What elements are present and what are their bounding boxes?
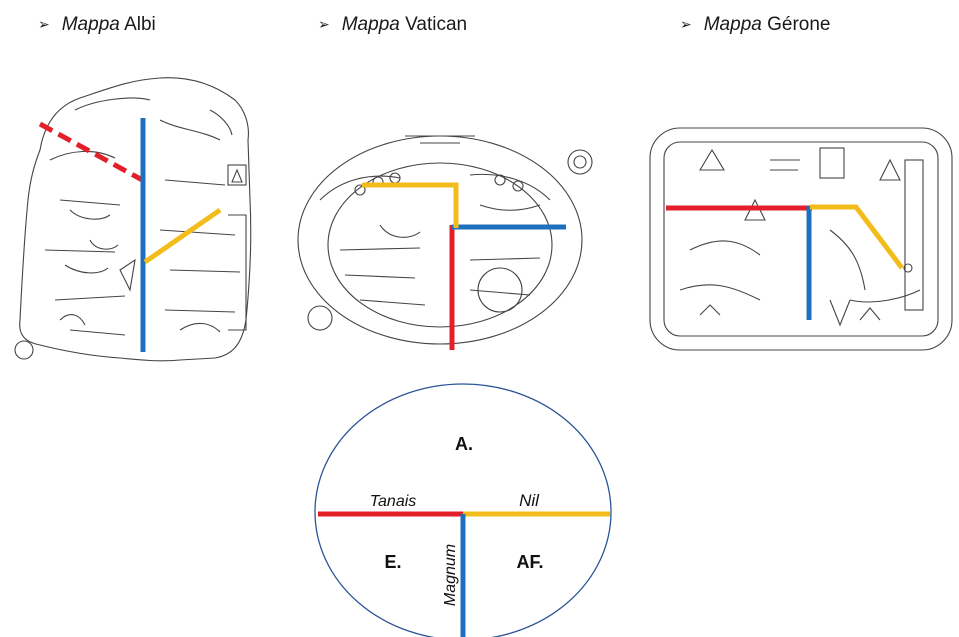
label-europe: E. — [384, 552, 401, 572]
heading-gerone: ➢ Mappa Gérone — [680, 14, 831, 36]
heading-italic: Mappa — [341, 14, 400, 35]
t-o-diagram: A. E. AF. Tanais Nil Magnum — [314, 383, 612, 637]
map-albi — [14, 77, 252, 362]
world-circle — [314, 383, 612, 637]
heading-albi: ➢ Mappa Albi — [38, 14, 156, 36]
map-vatican — [297, 135, 593, 345]
arrow-bullet-icon: ➢ — [680, 16, 692, 32]
gerone-overlay-lines — [666, 204, 904, 320]
label-magnum: Magnum — [442, 544, 459, 606]
vatican-overlay-lines — [362, 182, 566, 350]
heading-name: Gérone — [767, 14, 831, 35]
heading-name: Vatican — [405, 14, 468, 35]
arrow-bullet-icon: ➢ — [38, 16, 50, 32]
label-tanais: Tanais — [370, 493, 417, 510]
heading-italic: Mappa — [703, 14, 762, 35]
heading-italic: Mappa — [61, 14, 120, 35]
heading-vatican: ➢ Mappa Vatican — [318, 14, 467, 36]
arrow-bullet-icon: ➢ — [318, 16, 330, 32]
label-asia: A. — [455, 434, 473, 454]
albi-overlay-lines — [38, 118, 222, 352]
label-nil: Nil — [519, 491, 540, 510]
label-africa: AF. — [517, 552, 544, 572]
map-gerone — [649, 127, 953, 351]
heading-name: Albi — [124, 14, 156, 35]
